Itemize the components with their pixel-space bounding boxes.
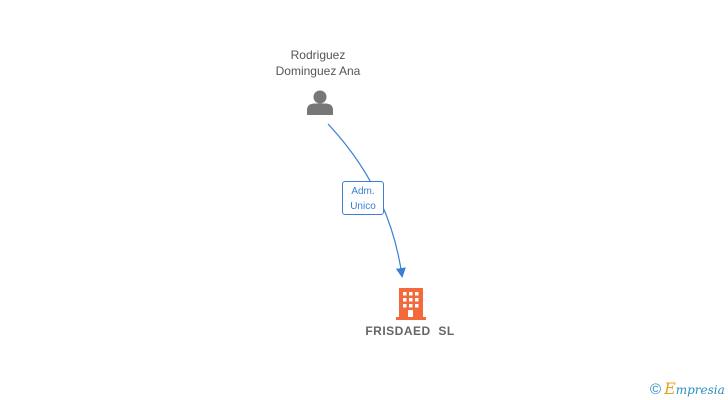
copyright-icon: ©	[650, 380, 662, 398]
logo-initial: E	[664, 379, 676, 398]
empresia-logo: Empresia	[664, 379, 725, 399]
empresia-watermark: © Empresia	[650, 378, 725, 400]
person-icon[interactable]	[307, 90, 333, 116]
person-name-line2: Dominguez Ana	[275, 64, 361, 78]
relationship-label-line1: Adm.	[351, 186, 375, 197]
person-name-label[interactable]: Rodriguez Dominguez Ana	[248, 47, 388, 79]
building-icon[interactable]	[396, 288, 426, 320]
relationship-label: Adm. Unico	[342, 181, 384, 215]
company-name-label[interactable]: FRISDAED SL	[365, 324, 455, 338]
logo-text: mpresia	[675, 383, 725, 397]
person-name-line1: Rodriguez	[290, 48, 346, 62]
relationship-label-line2: Unico	[350, 201, 376, 212]
